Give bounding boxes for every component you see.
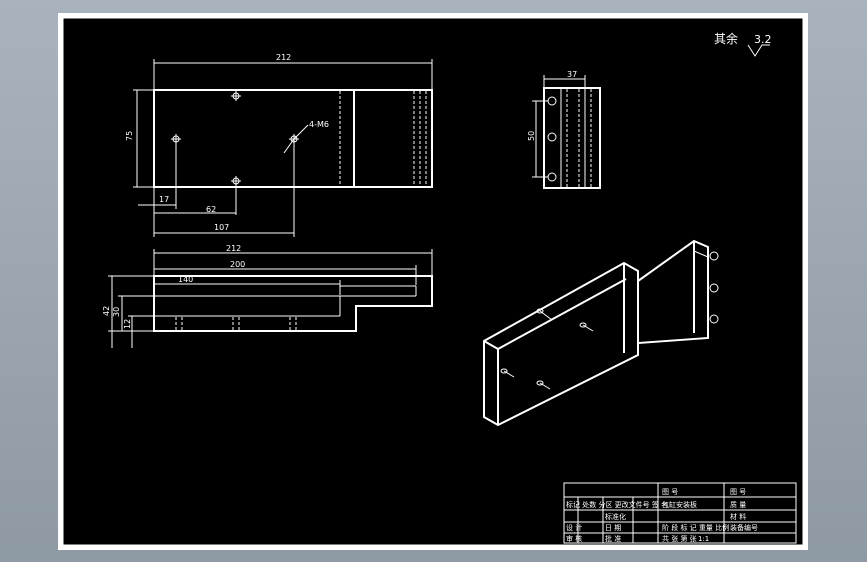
roughness-symbol <box>747 44 770 57</box>
tb-checker-label: 审 核 <box>566 534 582 543</box>
title-block: 图 号 图 号 气缸安装板 质 量 材 料 标记 处数 分区 更改文件号 签 名… <box>563 482 797 544</box>
tb-scale-value: 1:1 <box>698 535 709 543</box>
drawing-sheet: 其余 3.2 4-M6 212 <box>58 13 808 550</box>
dim-62: 62 <box>206 205 216 214</box>
top-view: 4-M6 212 75 17 62 107 <box>125 53 433 237</box>
tb-code-label-2: 图 号 <box>730 488 746 496</box>
top-view-outline <box>153 89 433 188</box>
dim-17: 17 <box>159 195 169 204</box>
iso-outline <box>483 239 709 427</box>
iso-hole-2 <box>709 283 719 293</box>
iso-hole-3 <box>709 314 719 324</box>
tb-date-label: 日 期 <box>605 524 621 532</box>
side-hole-2 <box>547 132 557 142</box>
hole-leader-2 <box>293 124 309 140</box>
iso-hole <box>709 251 719 261</box>
tb-standard-label: 标准化 <box>605 512 626 521</box>
tb-designer-label: 设 计 <box>566 523 582 532</box>
dim-front-140: 140 <box>178 275 193 284</box>
hole-mark <box>231 91 241 101</box>
dim-front-12: 12 <box>123 319 132 329</box>
dim-front-200: 200 <box>230 260 245 269</box>
dim-75: 75 <box>125 131 134 141</box>
iso-hole-7 <box>536 380 544 386</box>
tb-approve-label: 批 准 <box>605 534 621 543</box>
dim-37: 37 <box>567 70 577 79</box>
roughness-note: 其余 3.2 <box>714 31 772 57</box>
tb-mass-label: 质 量 <box>730 500 746 509</box>
tb-device-label: 装备编号 <box>730 523 758 532</box>
front-view: 212 200 140 42 30 12 <box>102 244 433 348</box>
cad-drawing: 其余 3.2 4-M6 212 <box>62 17 804 546</box>
side-view-outline <box>543 87 601 189</box>
iso-hole-5 <box>579 322 587 328</box>
roughness-prefix: 其余 <box>714 31 738 46</box>
tb-material-label: 材 料 <box>730 512 746 521</box>
tb-code-label: 图 号 <box>662 488 678 496</box>
tb-stage-label: 阶 段 标 记 重量 比例 <box>662 523 729 532</box>
tb-change-label: 标记 处数 分区 更改文件号 签 名 <box>566 500 668 509</box>
roughness-value: 3.2 <box>754 33 772 46</box>
dim-50: 50 <box>527 131 536 141</box>
dim-107: 107 <box>214 223 229 232</box>
isometric-view <box>483 239 719 427</box>
hole-spec-label: 4-M6 <box>309 120 329 129</box>
hole-leader <box>283 138 295 154</box>
front-view-outline <box>153 275 433 332</box>
tb-part-name: 气缸安装板 <box>662 500 697 509</box>
dim-front-30: 30 <box>112 307 121 317</box>
dim-front-212: 212 <box>226 244 241 253</box>
tb-sheet-label: 共 张 第 张 <box>662 534 697 543</box>
iso-hole-4 <box>536 308 544 314</box>
side-view: 37 50 <box>527 70 601 189</box>
hole-mark <box>171 134 181 144</box>
iso-hole-6 <box>500 368 508 374</box>
hole-mark <box>231 176 241 186</box>
dim-front-42: 42 <box>102 306 111 316</box>
dim-212: 212 <box>276 53 291 62</box>
